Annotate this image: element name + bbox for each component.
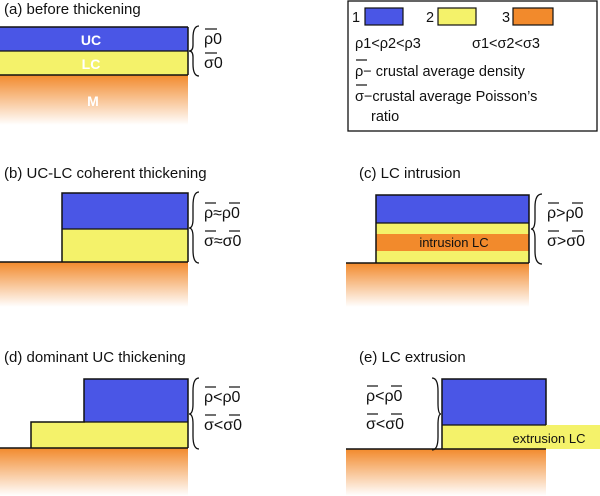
legend-swatch-mantle <box>512 7 554 26</box>
panel-a-lc-label: LC <box>82 56 101 72</box>
panel-a-mantle <box>0 75 188 125</box>
legend-sigma-relation: σ1<σ2<σ3 <box>472 36 540 52</box>
panel-d: (d) dominant UC thickening ρ<ρ0 σ<σ0 <box>0 349 242 496</box>
panel-e-rho: ρ<ρ0 <box>366 388 403 405</box>
legend-rho-relation: ρ1<ρ2<ρ3 <box>355 36 421 52</box>
panel-b-mantle <box>0 262 188 307</box>
panel-b-lower-crust <box>62 229 188 262</box>
panel-e-lower-crust <box>442 425 600 449</box>
panel-a: (a) before thickening UC LC M ρ0 σ0 <box>0 1 223 125</box>
legend: 1 2 3 ρ1<ρ2<ρ3 σ1<σ2<σ3 ρ− crustal avera… <box>347 0 598 132</box>
panel-e-upper-crust <box>442 379 546 425</box>
panel-d-rho: ρ<ρ0 <box>204 389 241 406</box>
panel-b-rho: ρ≈ρ0 <box>204 205 240 222</box>
panel-d-mantle <box>0 448 188 496</box>
panel-d-lower-crust <box>31 422 188 448</box>
panel-c-brace <box>530 193 543 265</box>
panel-e-mantle <box>346 449 546 496</box>
panel-e: (e) LC extrusion extrusion LC ρ<ρ0 σ<σ0 <box>346 349 600 496</box>
panel-a-title: (a) before thickening <box>4 1 141 18</box>
panel-c-rho: ρ>ρ0 <box>547 205 584 222</box>
legend-key-1: 1 <box>352 10 360 26</box>
panel-c-upper-crust <box>376 195 529 223</box>
panel-e-extrusion-label: extrusion LC <box>513 431 586 446</box>
panel-a-upper-crust <box>0 27 188 51</box>
panel-c: (c) LC intrusion intrusion LC ρ>ρ0 σ>σ0 <box>346 165 585 307</box>
legend-rho-definition: ρ− crustal average density <box>355 64 526 80</box>
panel-b-upper-crust <box>62 193 188 229</box>
panel-b: (b) UC-LC coherent thickening ρ≈ρ0 σ≈σ0 <box>0 165 242 307</box>
legend-key-3: 3 <box>502 10 510 26</box>
panel-a-uc-label: UC <box>81 32 101 48</box>
panel-b-sigma: σ≈σ0 <box>204 233 242 250</box>
legend-sigma-definition-line1: σ−crustal average Poisson’s <box>355 89 537 105</box>
panel-e-title: (e) LC extrusion <box>359 349 466 366</box>
legend-key-2: 2 <box>426 10 434 26</box>
panel-c-crust-outline <box>375 194 530 263</box>
panel-d-title: (d) dominant UC thickening <box>4 349 186 366</box>
panel-a-lower-crust <box>0 51 188 75</box>
panel-c-mantle <box>346 263 529 307</box>
panel-a-rho: ρ0 <box>204 31 222 48</box>
panel-d-brace <box>188 377 200 450</box>
panel-a-brace <box>188 25 200 77</box>
panel-b-brace <box>188 191 200 264</box>
legend-swatch-lower-crust <box>437 7 477 26</box>
legend-swatch-upper-crust <box>364 7 404 26</box>
panel-d-upper-crust <box>84 379 188 422</box>
panel-c-intrusion-label: intrusion LC <box>419 235 488 250</box>
panel-e-crust-outline <box>441 378 547 449</box>
panel-d-crust-outline <box>30 378 189 448</box>
panel-b-crust-outline <box>61 192 189 262</box>
panel-c-sigma: σ>σ0 <box>547 233 585 250</box>
panel-e-sigma: σ<σ0 <box>366 416 404 433</box>
panel-d-sigma: σ<σ0 <box>204 417 242 434</box>
panel-b-title: (b) UC-LC coherent thickening <box>4 165 207 182</box>
panel-a-sigma: σ0 <box>204 55 223 72</box>
panel-c-intrusion-layer <box>376 234 529 251</box>
legend-sigma-definition-line2: ratio <box>371 109 399 125</box>
panel-a-m-label: M <box>87 93 99 109</box>
panel-e-brace <box>431 377 442 451</box>
panel-c-title: (c) LC intrusion <box>359 165 461 182</box>
